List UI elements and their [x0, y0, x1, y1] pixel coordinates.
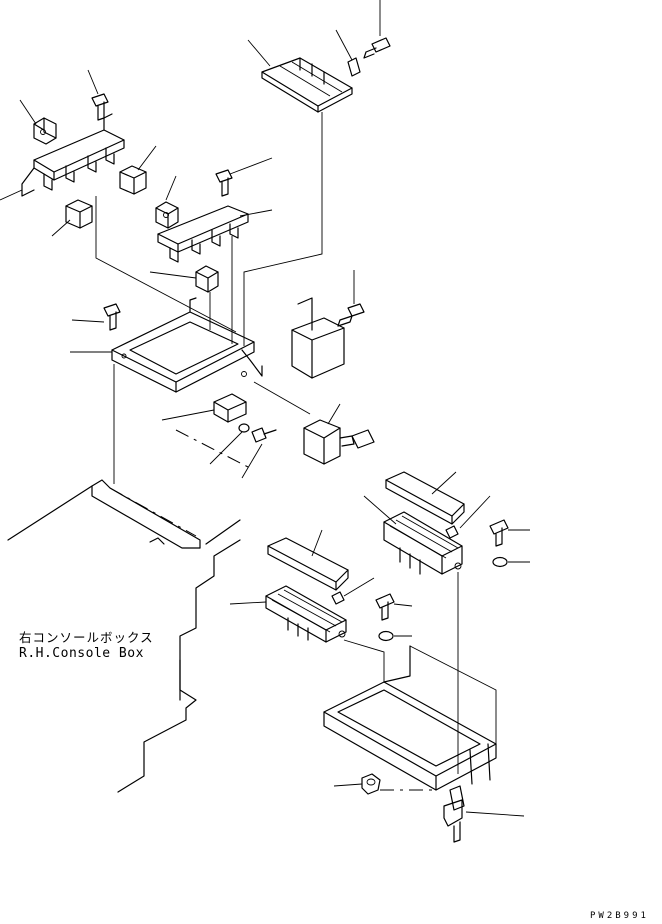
fuse-clip-lower [331, 591, 345, 605]
drawing-code: PW2B991 [590, 911, 649, 921]
bolt-relay-box [337, 303, 365, 327]
washer [238, 423, 250, 433]
assembly-lines [95, 112, 459, 791]
screw-lower [375, 593, 395, 621]
console-box-outline [7, 479, 241, 793]
screw-upper [489, 519, 509, 547]
fuse-box-lower [265, 585, 347, 643]
washer-lower [378, 630, 394, 642]
relay-a [33, 117, 57, 145]
fuse-box-lower-cover [267, 537, 349, 591]
top-bolt [363, 37, 391, 59]
lower-tray [323, 645, 497, 791]
console-box-label-en: R.H.Console Box [19, 646, 144, 661]
fuse-box-upper-cover [385, 471, 465, 525]
fuse-box-upper [383, 511, 463, 575]
mounting-plate [111, 297, 263, 393]
bolt-plate [103, 303, 121, 331]
relay-box [291, 297, 345, 379]
washer-upper [492, 556, 508, 568]
bulb-socket [443, 785, 465, 843]
relay-d [155, 201, 179, 229]
resistor [213, 393, 247, 423]
nut [361, 773, 381, 795]
relay-bracket-middle [157, 205, 249, 263]
relay-c [65, 199, 93, 229]
console-box-label-jp: 右コンソールボックス [19, 630, 154, 645]
bolt-flasher [339, 429, 375, 449]
relay-e [195, 265, 219, 293]
fuse-clip-upper [445, 525, 459, 539]
relay-bracket-left [21, 113, 125, 197]
screw [251, 427, 277, 443]
bolt-upper-left [91, 93, 109, 121]
flasher-unit [303, 419, 341, 465]
bolt-middle [215, 169, 233, 197]
relay-b [119, 165, 147, 195]
leader-lines [0, 0, 530, 817]
top-bracket [261, 57, 353, 113]
top-clip [347, 57, 361, 77]
